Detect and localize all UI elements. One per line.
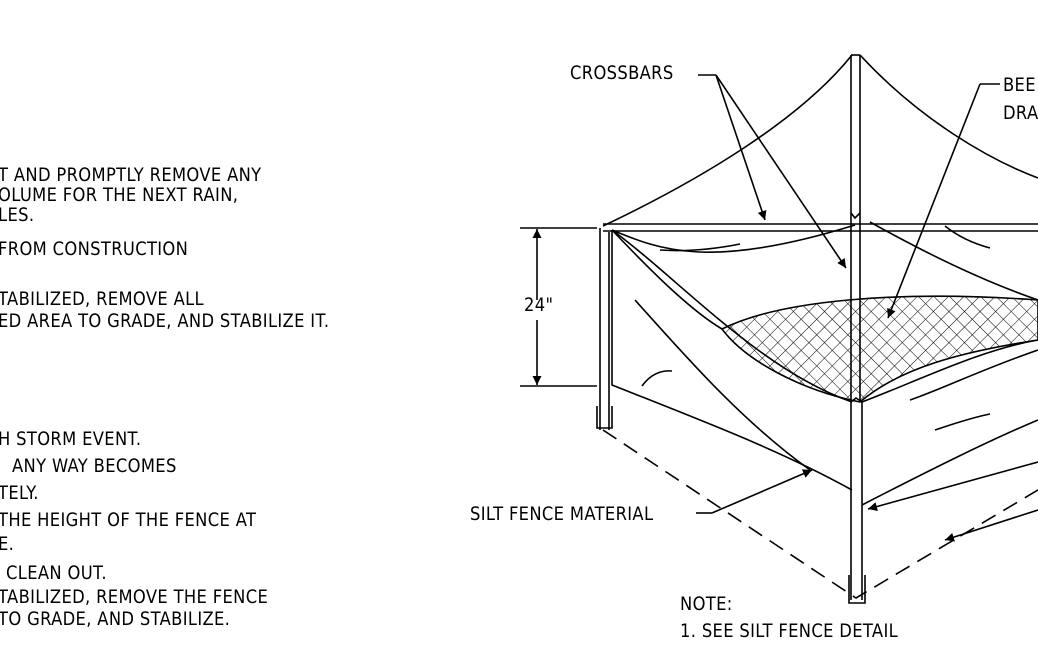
note-title: NOTE: [680, 593, 733, 615]
note-line: LES. [0, 204, 35, 226]
note-line: OLUME FOR THE NEXT RAIN, [0, 184, 239, 206]
fabric-wrinkle [634, 299, 811, 471]
silt-fence-material-label: SILT FENCE MATERIAL [470, 503, 654, 525]
note-line: TABILIZED, REMOVE ALL [0, 288, 204, 310]
fabric-fold-left-inner [611, 229, 723, 330]
fence-top-curve-right [859, 54, 1038, 179]
fabric-panel-front-right-bottom [861, 419, 1038, 506]
note-line: TO GRADE, AND STABILIZE. [0, 608, 231, 630]
fabric-panel-front-right [861, 339, 1038, 403]
fabric-panel-front-left [611, 230, 853, 491]
fabric-fold-left-upper [611, 224, 856, 253]
note-line: THE HEIGHT OF THE FENCE AT [0, 509, 257, 531]
note-line: TELY. [0, 482, 39, 504]
note-line: T AND PROMPTLY REMOVE ANY [0, 164, 262, 186]
ground-leader [944, 509, 1038, 542]
note-line: CLEAN OUT. [6, 562, 107, 584]
fabric-panel-front-left-top [611, 229, 853, 403]
fabric-wrinkle [641, 370, 673, 387]
fence-top-curve-left [602, 54, 853, 227]
fabric-wrinkle [934, 413, 991, 431]
note-line: TABILIZED, REMOVE THE FENCE [0, 586, 269, 608]
note-line: E. [0, 533, 15, 555]
wire-mesh-grate [720, 295, 1038, 403]
note-line: H STORM EVENT. [0, 428, 142, 450]
fabric-wrinkle [944, 225, 991, 249]
fabric-wrinkle [659, 243, 741, 252]
ground-outline [602, 429, 1038, 599]
height-dimension-label: 24" [524, 294, 554, 316]
crossbars-leader [715, 74, 767, 221]
note-line: FROM CONSTRUCTION [0, 238, 189, 260]
crossbars-leader [715, 74, 847, 269]
fabric-wrinkle [909, 349, 1038, 401]
beehive-label-line1: BEE [1003, 74, 1036, 96]
beehive-label-line2: DRA [1003, 102, 1038, 124]
post-leader [867, 461, 1038, 511]
silt-fence-leader [711, 469, 813, 514]
note-item: 1. SEE SILT FENCE DETAIL [680, 620, 899, 642]
fabric-fold-right-inner [869, 221, 1038, 301]
note-line: ANY WAY BECOMES [12, 455, 177, 477]
note-line: ED AREA TO GRADE, AND STABILIZE IT. [0, 310, 330, 332]
beehive-leader [887, 83, 981, 319]
crossbars-label: CROSSBARS [570, 62, 674, 84]
